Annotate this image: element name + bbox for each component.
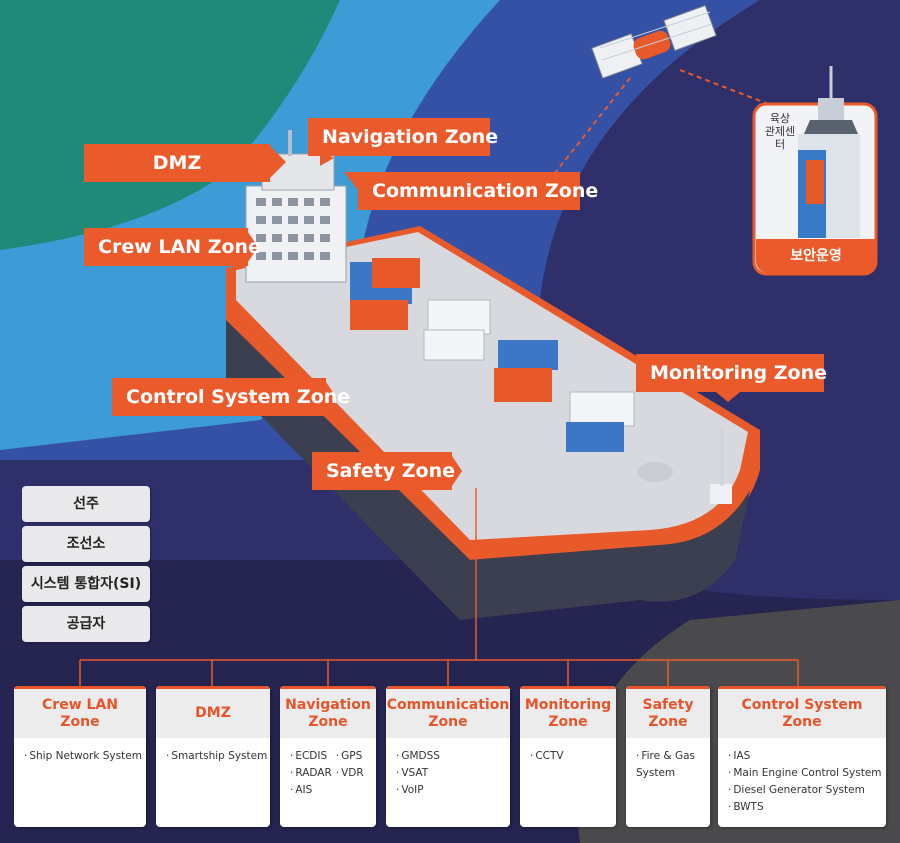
list-item: Ship Network System [24,748,142,765]
card-crew-lan-zone: Crew LAN Zone Ship Network System [14,686,146,827]
control-tower-icon [798,66,860,238]
card-title: Crew LAN Zone [14,686,146,738]
card-title: DMZ [156,686,270,738]
list-item: Diesel Generator System [728,782,878,799]
card-items: Ship Network System [14,738,146,765]
list-item: Smartship System [166,748,267,765]
list-item: Main Engine Control System [728,765,881,782]
card-dmz: DMZ Smartship System [156,686,270,827]
card-title: Safety Zone [626,686,710,738]
sat-link-ship [554,77,631,174]
label-navigation-zone: Navigation Zone [308,118,498,156]
stakeholder-si: 시스템 통합자(SI) [22,566,150,602]
card-navigation-zone: Navigation Zone ECDIS RADAR AIS GPS VDR [280,686,376,827]
connector-lines [79,488,799,686]
card-items: ECDIS RADAR AIS GPS VDR [280,738,376,799]
card-title: Navigation Zone [280,686,376,738]
card-items-right: GPS VDR [332,738,364,799]
list-item: BWTS [728,799,878,816]
stakeholder-owner: 선주 [22,486,150,522]
card-monitoring-zone: Monitoring Zone CCTV [520,686,616,827]
card-safety-zone: Safety Zone Fire & Gas System [626,686,710,827]
list-item: CCTV [530,748,608,765]
stakeholder-shipyard: 조선소 [22,526,150,562]
list-item: ECDIS [290,748,332,765]
list-item: GMDSS [396,748,502,765]
label-control-system-zone: Control System Zone [112,378,350,416]
list-item: Fire & Gas System [636,748,702,782]
ring-teal [0,0,340,250]
card-items: Fire & Gas System [626,738,710,782]
satellite-icon [591,4,717,79]
label-crew-lan-zone: Crew LAN Zone [84,228,261,266]
card-items: CCTV [520,738,616,765]
card-title: Communication Zone [386,686,510,738]
label-monitoring-zone: Monitoring Zone [636,354,827,392]
card-title: Control System Zone [718,686,886,738]
card-control-system-zone: Control System Zone IAS Main Engine Cont… [718,686,886,827]
stakeholder-supplier: 공급자 [22,606,150,642]
list-item: AIS [290,782,332,799]
list-item: VSAT [396,765,502,782]
control-center-text: 육상 관제센터 [764,112,796,151]
card-title: Monitoring Zone [520,686,616,738]
label-safety-zone: Safety Zone [312,452,455,490]
card-items: GMDSS VSAT VoIP [386,738,510,799]
card-items: Smartship System [156,738,270,765]
label-dmz: DMZ [84,144,270,182]
list-item: VoIP [396,782,502,799]
list-item: RADAR [290,765,331,782]
control-center-label: 육상 관제센터 [760,112,800,151]
list-item: VDR [336,765,364,782]
label-communication-zone: Communication Zone [358,172,598,210]
list-item: GPS [336,748,364,765]
security-operation-label: 보안운영 [756,239,876,273]
card-items-left: ECDIS RADAR AIS [280,738,332,799]
card-communication-zone: Communication Zone GMDSS VSAT VoIP [386,686,510,827]
list-item: IAS [728,748,878,765]
card-items: IAS Main Engine Control System Diesel Ge… [718,738,886,816]
